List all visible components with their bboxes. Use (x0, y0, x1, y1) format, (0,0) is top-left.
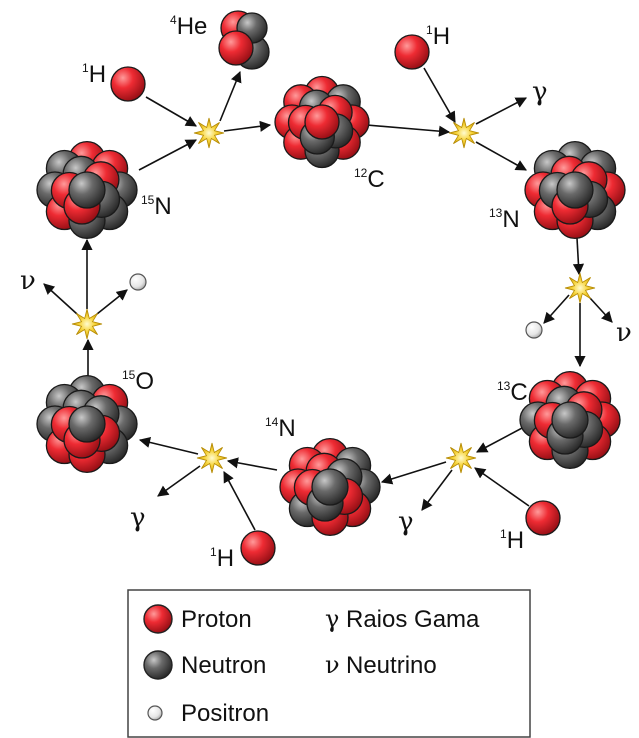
legend-box (127, 589, 531, 738)
arrow-flash-to-gamma-3 (157, 465, 201, 497)
arrow-flash-to-n14 (380, 461, 447, 485)
label-nitrogen-13: 13N (489, 206, 520, 233)
label-nitrogen-15: 15N (141, 193, 172, 220)
arrow-c13-to-flash (476, 426, 525, 453)
arrow-flash-to-n13 (475, 141, 527, 171)
legend-neutrino-symbol: ν (325, 651, 340, 679)
label-neutrino-2: ν (20, 266, 36, 296)
nucleus-helium-4 (218, 10, 270, 70)
flash-c13-reaction (445, 442, 477, 474)
arrow-flash-to-neutrino-1 (589, 297, 613, 323)
flash-n14-reaction (196, 442, 228, 474)
legend-proton-label: Proton (181, 606, 252, 633)
legend-gamma-label: Raios Gama (346, 606, 480, 633)
flash-c12-reaction (448, 117, 480, 149)
legend-proton-icon (143, 604, 173, 634)
flash-n13-decay (564, 272, 596, 304)
legend-positron-label: Positron (181, 700, 269, 727)
nucleus-oxygen-15 (36, 374, 138, 474)
nucleus-nitrogen-15 (36, 140, 138, 240)
neutron-sphere (68, 171, 106, 209)
neutron-sphere (311, 468, 349, 506)
label-gamma-1: γ (532, 77, 548, 107)
arrow-c12-to-flash (354, 123, 451, 137)
flash-o15-decay (71, 308, 103, 340)
arrow-flash-to-positron-2 (96, 289, 128, 315)
legend-positron-icon (147, 705, 163, 721)
legend-neutron-label: Neutron (181, 652, 266, 679)
hydrogen-proton-1 (110, 66, 146, 102)
arrow-flash-to-neutrino-2 (43, 283, 78, 315)
arrow-h-to-flash-1 (145, 96, 197, 127)
reaction-flashes (71, 117, 596, 474)
hydrogen-proton-3 (525, 500, 561, 536)
arrow-h-to-flash-2 (423, 67, 456, 123)
arrow-flash-to-gamma-1 (475, 97, 527, 125)
label-hydrogen-4: 1H (210, 545, 234, 572)
nucleus-nitrogen-13 (524, 140, 626, 240)
label-gamma-3: γ (130, 503, 146, 533)
neutron-sphere (68, 405, 106, 443)
flash-n15-reaction (193, 117, 225, 149)
reaction-arrows (43, 67, 613, 531)
nucleus-carbon-12 (274, 75, 370, 169)
arrow-h-to-flash-4 (223, 471, 256, 531)
particles (110, 34, 561, 566)
legend-neutron-icon (143, 650, 173, 680)
nucleus-carbon-13 (519, 370, 621, 470)
arrow-n13-to-flash (572, 237, 585, 276)
label-carbon-12: 12C (354, 166, 385, 193)
arrow-n15-to-flash (138, 139, 197, 171)
label-nitrogen-14: 14N (265, 415, 296, 442)
label-neutrino-1: ν (616, 318, 632, 348)
arrow-flash-to-c12 (223, 120, 272, 132)
label-carbon-13: 13C (497, 379, 528, 406)
arrow-flash-to-he4 (219, 70, 242, 122)
positron-1 (129, 273, 147, 291)
neutron-sphere (551, 401, 589, 439)
proton-sphere (218, 30, 254, 66)
label-hydrogen-2: 1H (426, 23, 450, 50)
legend-neutrino-label: Neutrino (346, 652, 437, 679)
proton-sphere (304, 104, 340, 140)
neutron-sphere (556, 171, 594, 209)
legend: Proton Neutron Positron γ Raios Gama ν N… (127, 589, 531, 738)
arrow-h-to-flash-3 (474, 467, 530, 507)
hydrogen-proton-2 (394, 34, 430, 70)
label-hydrogen-3: 1H (500, 527, 524, 554)
arrow-flash-to-gamma-2 (421, 469, 453, 511)
label-hydrogen-1: 1H (82, 61, 106, 88)
arrow-flash-to-positron-1 (543, 294, 570, 324)
label-gamma-2: γ (398, 507, 414, 537)
positron-2 (525, 321, 543, 339)
hydrogen-proton-4 (240, 530, 276, 566)
label-helium-4: 4He (170, 13, 207, 40)
arrow-n14-to-flash (226, 457, 278, 471)
legend-gamma-symbol: γ (325, 605, 339, 633)
arrow-flash-to-o15 (138, 436, 199, 455)
label-oxygen-15: 15O (122, 368, 154, 395)
nucleus-nitrogen-14 (279, 437, 381, 537)
